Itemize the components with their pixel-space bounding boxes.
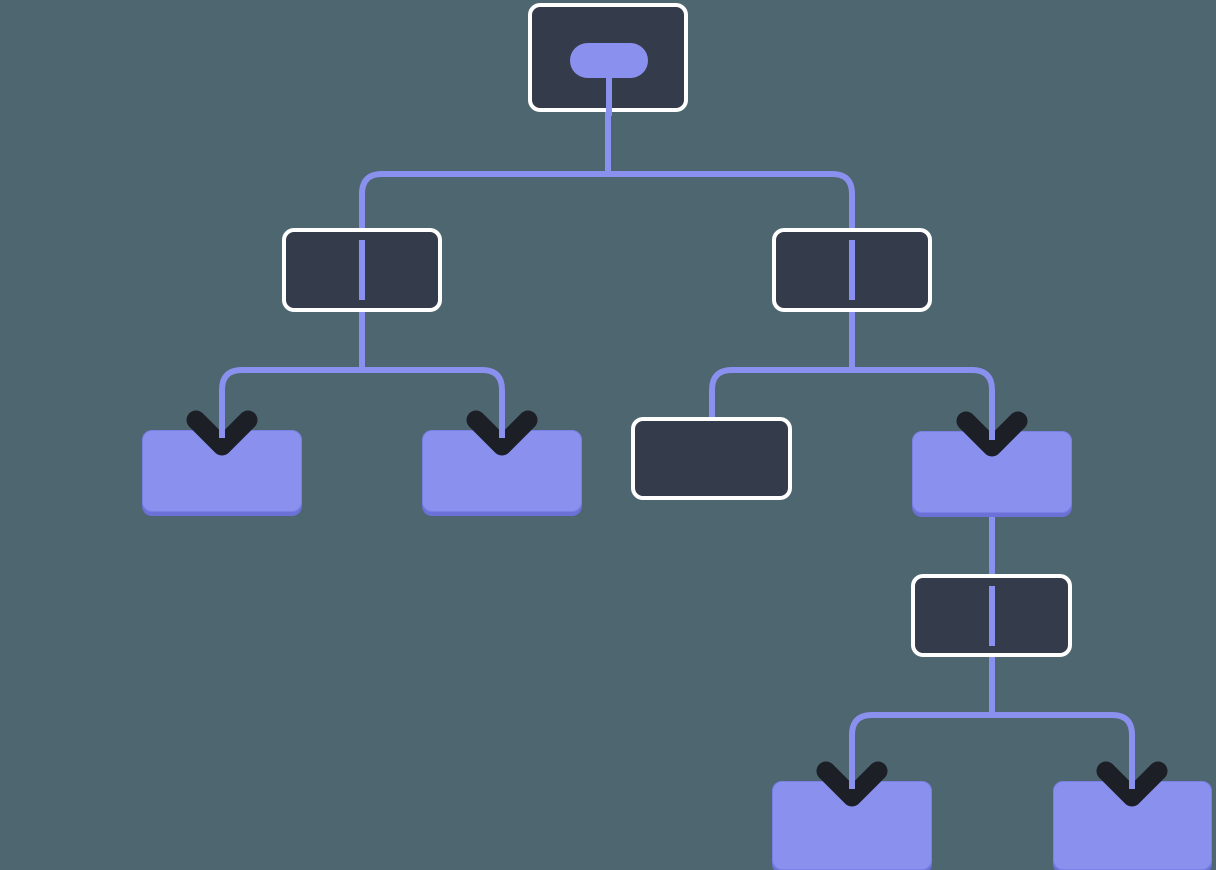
node-level3-b[interactable] <box>422 430 582 512</box>
node-level3-c[interactable] <box>631 417 792 500</box>
node-root[interactable] <box>528 3 688 116</box>
root-stem-icon <box>606 78 612 116</box>
node-level5-a[interactable] <box>772 781 932 870</box>
node-level2-right[interactable] <box>772 228 932 312</box>
root-pill-icon <box>570 43 648 78</box>
node-level3-a[interactable] <box>142 430 302 512</box>
node-level2-left[interactable] <box>282 228 442 312</box>
node-level3-d[interactable] <box>912 431 1072 513</box>
node-level4[interactable] <box>911 574 1072 657</box>
node-level5-b[interactable] <box>1053 781 1212 870</box>
